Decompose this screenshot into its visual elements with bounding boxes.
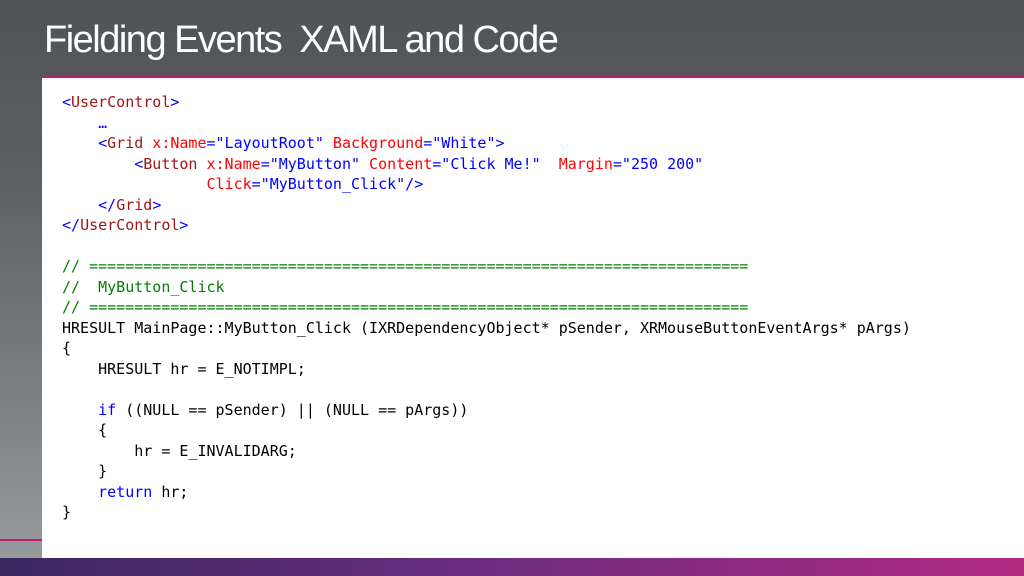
code-token: x:Name: [197, 154, 261, 173]
code-token: if: [98, 400, 117, 419]
code-line: }: [62, 502, 911, 523]
code-token: x:Name: [143, 134, 207, 152]
code-token: </: [98, 195, 117, 214]
code-token: [62, 401, 98, 419]
code-line: </UserControl>: [62, 215, 911, 236]
code-token: }: [62, 503, 72, 521]
code-token: HRESULT hr = E_NOTIMPL;: [62, 359, 306, 378]
code-line: return hr;: [62, 482, 911, 503]
code-token: Button: [143, 154, 198, 173]
code-line: {: [62, 338, 911, 359]
code-line: }: [62, 461, 911, 482]
code-token: UserControl: [80, 216, 180, 234]
code-token: // MyButton_Click: [62, 277, 225, 296]
slide-title: Fielding Events XAML and Code: [44, 19, 559, 61]
code-block: <UserControl> … <Grid x:Name="LayoutRoot…: [62, 92, 911, 523]
code-token: }: [62, 462, 108, 480]
code-token: <: [98, 134, 108, 152]
code-line: // =====================================…: [62, 297, 911, 318]
code-token: >: [179, 216, 189, 234]
code-token: {: [62, 421, 108, 439]
code-token: ="LayoutRoot": [206, 134, 324, 152]
code-line: [62, 379, 911, 400]
code-line: // =====================================…: [62, 256, 911, 277]
code-token: Margin: [540, 154, 613, 173]
code-token: ="MyButton": [260, 154, 361, 173]
code-token: [62, 175, 207, 193]
code-token: ="Click Me!": [432, 154, 541, 173]
code-line: <UserControl>: [62, 92, 911, 113]
code-token: {: [62, 339, 72, 357]
code-line: if ((NULL == pSender) || (NULL == pArgs)…: [62, 400, 911, 421]
accent-line-top: [44, 76, 1024, 78]
code-token: [62, 134, 98, 152]
code-token: hr;: [152, 482, 189, 501]
code-line: [62, 236, 911, 257]
code-line: …: [62, 113, 911, 134]
code-token: [62, 196, 98, 214]
code-token: UserControl: [71, 93, 171, 111]
code-line: HRESULT MainPage::MyButton_Click (IXRDep…: [62, 318, 911, 339]
code-token: …: [62, 113, 108, 132]
bottom-band: [0, 558, 1024, 576]
code-token: <: [62, 93, 72, 111]
code-line: Click="MyButton_Click"/>: [62, 174, 911, 195]
code-line: hr = E_INVALIDARG;: [62, 441, 911, 462]
code-line: <Button x:Name="MyButton" Content="Click…: [62, 154, 911, 175]
code-line: // MyButton_Click: [62, 277, 911, 298]
code-line: {: [62, 420, 911, 441]
code-line: HRESULT hr = E_NOTIMPL;: [62, 359, 911, 380]
code-line: <Grid x:Name="LayoutRoot" Background="Wh…: [62, 133, 911, 154]
code-token: // =====================================…: [62, 257, 749, 275]
code-token: return: [98, 482, 153, 501]
code-token: ="250 200": [612, 154, 704, 173]
code-token: Click: [206, 175, 252, 193]
code-token: >: [170, 93, 180, 111]
code-token: </: [62, 216, 81, 234]
code-token: >: [152, 195, 162, 214]
code-token: Content: [360, 154, 433, 173]
code-token: hr = E_INVALIDARG;: [62, 441, 297, 460]
code-token: ="White">: [423, 134, 505, 152]
code-panel: <UserControl> … <Grid x:Name="LayoutRoot…: [42, 78, 1024, 558]
code-token: ((NULL == pSender) || (NULL == pArgs)): [116, 400, 469, 419]
code-token: Background: [323, 134, 424, 152]
code-token: [62, 483, 98, 501]
code-token: // =====================================…: [62, 298, 749, 316]
code-token: [62, 155, 134, 173]
code-token: Grid: [107, 134, 144, 152]
accent-line-bottom: [0, 539, 44, 541]
code-token: HRESULT MainPage::MyButton_Click (IXRDep…: [62, 318, 911, 337]
code-token: Grid: [116, 195, 153, 214]
code-token: ="MyButton_Click"/>: [251, 175, 424, 193]
code-token: <: [134, 154, 144, 173]
code-line: </Grid>: [62, 195, 911, 216]
